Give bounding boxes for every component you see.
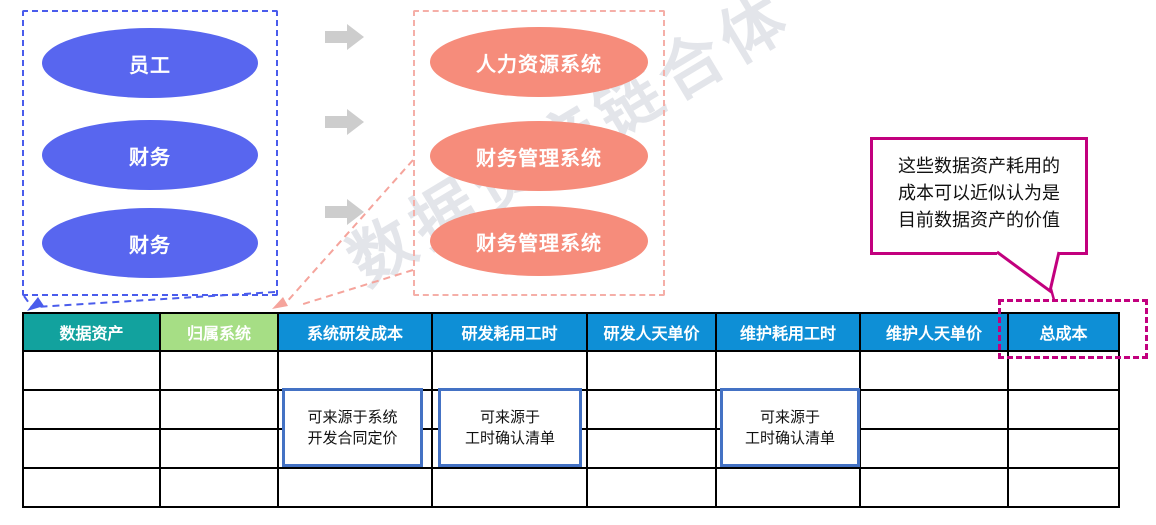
callout-bubble: 这些数据资产耗用的 成本可以近似认为是 目前数据资产的价值 xyxy=(870,137,1088,255)
table-cell xyxy=(1007,389,1120,430)
table-cell xyxy=(431,350,588,391)
table-cell xyxy=(715,467,861,508)
table-cell xyxy=(859,389,1009,430)
column-header-data-asset: 数据资产 xyxy=(22,312,161,352)
system-ellipse: 人力资源系统 xyxy=(430,27,648,97)
data-asset-label: 员工 xyxy=(129,54,171,77)
table-row xyxy=(22,467,1120,508)
table-cell xyxy=(1007,428,1120,469)
table-header-row: 数据资产 归属系统 系统研发成本 研发耗用工时 研发人天单价 维护耗用工时 维护… xyxy=(22,312,1120,352)
column-header-maint-rate: 维护人天单价 xyxy=(859,312,1009,352)
table-cell xyxy=(277,350,433,391)
table-cell xyxy=(586,389,717,430)
table-cell xyxy=(586,350,717,391)
system-label: 人力资源系统 xyxy=(476,53,602,76)
systems-group-box xyxy=(413,10,665,296)
table-cell xyxy=(1007,467,1120,508)
system-label: 财务管理系统 xyxy=(476,147,602,170)
table-cell xyxy=(159,389,279,430)
note-line: 可来源于 xyxy=(479,408,540,426)
table-cell xyxy=(159,467,279,508)
note-line: 开发合同定价 xyxy=(307,429,398,447)
source-note-maint-hours: 可来源于 工时确认清单 xyxy=(720,388,860,467)
source-note-dev-cost: 可来源于系统 开发合同定价 xyxy=(282,388,423,467)
system-to-table-connector xyxy=(283,159,414,306)
column-header-dev-rate: 研发人天单价 xyxy=(586,312,717,352)
source-note-dev-hours: 可来源于 工时确认清单 xyxy=(438,388,582,467)
column-header-owner-system: 归属系统 xyxy=(159,312,279,352)
table-cell xyxy=(159,350,279,391)
table-cell xyxy=(277,467,433,508)
system-label: 财务管理系统 xyxy=(476,232,602,255)
note-line: 工时确认清单 xyxy=(744,429,835,447)
table-cell xyxy=(859,428,1009,469)
column-header-maint-hours: 维护耗用工时 xyxy=(715,312,861,352)
system-ellipse: 财务管理系统 xyxy=(430,206,648,276)
data-asset-label: 财务 xyxy=(129,234,171,257)
table-cell xyxy=(22,350,161,391)
table-cell xyxy=(859,467,1009,508)
table-cell xyxy=(715,350,861,391)
table-cell xyxy=(586,428,717,469)
total-cost-highlight-box xyxy=(998,299,1148,359)
callout-line: 成本可以近似认为是 xyxy=(898,183,1060,203)
table-row xyxy=(22,350,1120,391)
column-header-total-cost: 总成本 xyxy=(1007,312,1120,352)
table-cell xyxy=(859,350,1009,391)
column-header-dev-cost: 系统研发成本 xyxy=(277,312,433,352)
system-ellipse: 财务管理系统 xyxy=(430,121,648,191)
table-cell xyxy=(159,428,279,469)
data-asset-ellipse: 财务 xyxy=(42,120,258,190)
table-cell xyxy=(431,467,588,508)
table-cell xyxy=(586,467,717,508)
source-connector-arrowhead-icon xyxy=(27,297,44,311)
system-connector-arrowhead-icon xyxy=(272,297,288,309)
note-line: 可来源于系统 xyxy=(307,408,398,426)
note-line: 工时确认清单 xyxy=(464,429,555,447)
table-cell xyxy=(22,428,161,469)
column-header-dev-hours: 研发耗用工时 xyxy=(431,312,588,352)
data-asset-ellipse: 员工 xyxy=(42,28,258,98)
data-asset-ellipse: 财务 xyxy=(42,208,258,278)
note-line: 可来源于 xyxy=(759,408,820,426)
data-asset-label: 财务 xyxy=(129,146,171,169)
callout-line: 目前数据资产的价值 xyxy=(898,210,1060,230)
callout-tail-icon xyxy=(996,250,1061,294)
table-cell xyxy=(22,389,161,430)
table-cell xyxy=(22,467,161,508)
flow-arrow-icon xyxy=(325,24,364,225)
callout-line: 这些数据资产耗用的 xyxy=(898,156,1060,176)
